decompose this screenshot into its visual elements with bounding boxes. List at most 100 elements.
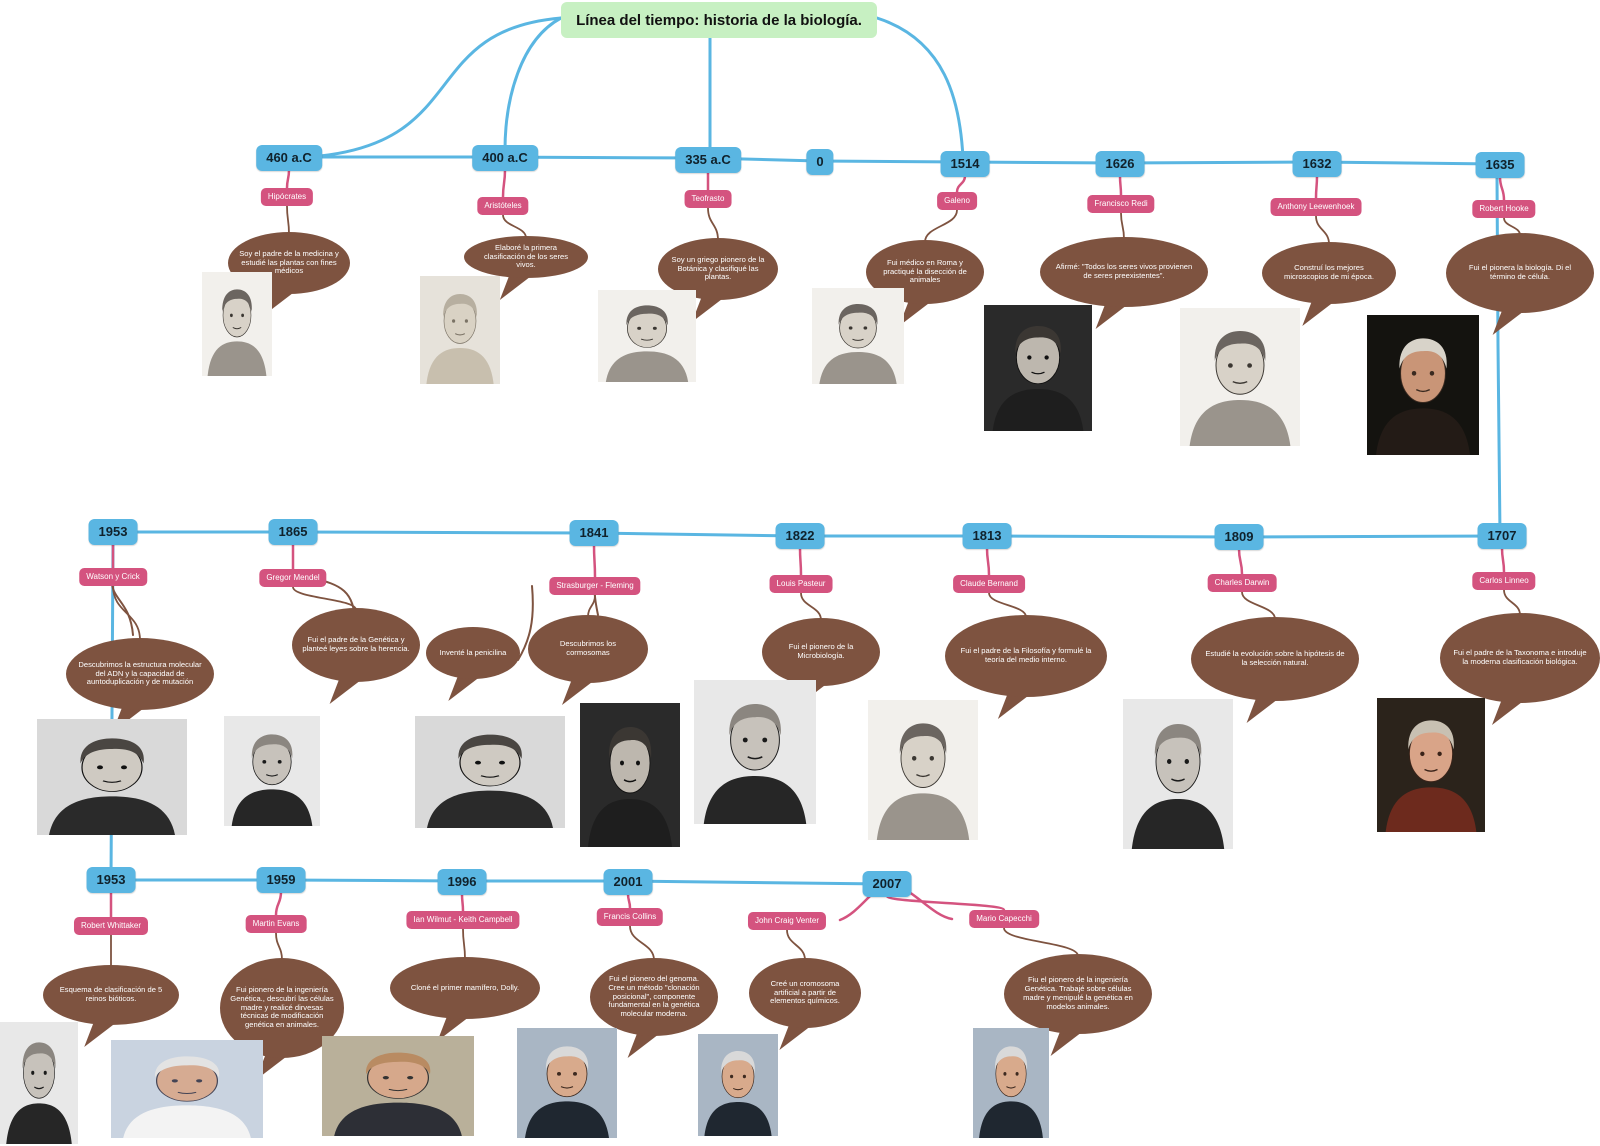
connector-line — [1003, 927, 1079, 957]
evans-note-text: Fui pionero de la ingeniería Genética., … — [230, 984, 334, 1030]
hooke-name-tag[interactable]: Robert Hooke — [1472, 200, 1536, 218]
capecchi-year-label[interactable]: 2007 — [862, 871, 912, 897]
darwin-portrait-icon — [1123, 699, 1233, 849]
mendel-name-tag[interactable]: Gregor Mendel — [259, 569, 327, 587]
mendel-bubble-tail — [329, 678, 364, 704]
wilmut-note-text: Cloné el primer mamífero, Dolly. — [410, 982, 520, 992]
pasteur-speech-bubble[interactable]: Fui el pionero de la Microbiología. — [762, 618, 880, 686]
bernard-bubble-tail — [997, 693, 1032, 719]
person-portrait-icon — [322, 1036, 474, 1136]
redi-year-label[interactable]: 1626 — [1095, 151, 1145, 177]
connector-line — [626, 892, 632, 910]
darwin-note-text: Estudié la evolución sobre la hipótesis … — [1205, 649, 1345, 667]
connector-line — [629, 925, 655, 961]
pasteur-year-label[interactable]: 1822 — [775, 523, 825, 549]
collins-speech-bubble[interactable]: Fui el pionero del genoma. Cree un métod… — [590, 958, 718, 1036]
hipocrates-name-tag[interactable]: Hipócrates — [260, 188, 314, 206]
bernard-year-label[interactable]: 1813 — [962, 523, 1012, 549]
darwin-speech-bubble[interactable]: Estudié la evolución sobre la hipótesis … — [1191, 617, 1359, 701]
connector-line — [274, 890, 283, 917]
connector-line — [462, 928, 466, 960]
galeno-note-text: Fui médico en Roma y practiqué la disecc… — [883, 257, 967, 285]
leeuwenhoek-year-label[interactable]: 1632 — [1292, 151, 1342, 177]
watson-portrait-icon — [37, 719, 187, 835]
wilmut-portrait-icon — [322, 1036, 474, 1136]
evans-name-tag[interactable]: Martin Evans — [245, 915, 307, 933]
capecchi-speech-bubble[interactable]: Fiu el pionero de la ingeniería Genética… — [1004, 954, 1152, 1034]
venter-bubble-tail — [779, 1024, 814, 1050]
wilmut-year-label[interactable]: 1996 — [437, 869, 487, 895]
galeno-name-tag[interactable]: Galeno — [937, 192, 977, 210]
watson-speech-bubble[interactable]: Descubrimos la estructura molecular del … — [66, 638, 214, 710]
hooke-speech-bubble[interactable]: Fui el pionera la biología. Di el términ… — [1446, 233, 1594, 313]
venter-speech-bubble[interactable]: Creé un cromosoma artificial a partir de… — [749, 958, 861, 1028]
person-portrait-icon — [517, 1028, 617, 1138]
galeno-portrait-icon — [812, 288, 904, 384]
darwin-name-tag[interactable]: Charles Darwin — [1207, 574, 1277, 592]
fleming-bubble-tail — [448, 675, 483, 701]
linneo-speech-bubble[interactable]: Fui el padre de la Taxonoma e introduje … — [1440, 613, 1600, 703]
whittaker-name-tag[interactable]: Robert Whittaker — [73, 917, 149, 935]
person-portrait-icon — [1123, 699, 1233, 849]
bernard-speech-bubble[interactable]: Fui el padre de la Filosofía y formulé l… — [945, 615, 1107, 697]
mendel-speech-bubble[interactable]: Fui el padre de la Genética y planteé le… — [292, 608, 420, 682]
whittaker-note-text: Esquema de clasificación de 5 reinos bió… — [59, 985, 163, 1003]
aristoteles-speech-bubble[interactable]: Elaboré la primera clasificación de los … — [464, 236, 588, 278]
connector-line — [501, 168, 507, 199]
pasteur-name-tag[interactable]: Louis Pasteur — [769, 575, 833, 593]
connector-line — [1241, 591, 1276, 620]
darwin-year-label[interactable]: 1809 — [1214, 524, 1264, 550]
capecchi-note-text: Fiu el pionero de la ingeniería Genética… — [1023, 975, 1133, 1011]
aristoteles-year-label[interactable]: 400 a.C — [472, 145, 538, 171]
capecchi-name-tag[interactable]: Mario Capecchi — [969, 910, 1039, 928]
linneo-bubble-tail — [1492, 699, 1526, 725]
leeuwenhoek-speech-bubble[interactable]: Construí los mejores microscopios de mi … — [1262, 242, 1396, 304]
whittaker-speech-bubble[interactable]: Esquema de clasificación de 5 reinos bió… — [43, 965, 179, 1025]
redi-bubble-tail — [1095, 303, 1130, 329]
galeno-bubble-tail — [899, 300, 934, 326]
watson-year-label[interactable]: 1953 — [88, 519, 138, 545]
redi-name-tag[interactable]: Francisco Redi — [1087, 195, 1155, 213]
mendel-portrait-icon — [224, 716, 320, 826]
fleming-note-text: Inventé la penicilina — [439, 647, 507, 657]
wilmut-speech-bubble[interactable]: Cloné el primer mamífero, Dolly. — [390, 957, 540, 1019]
leeuwenhoek-note-text: Construí los mejores microscopios de mi … — [1284, 263, 1374, 281]
person-portrait-icon — [973, 1028, 1049, 1138]
wilmut-name-tag[interactable]: Ian Wilmut - Keith Campbell — [406, 911, 520, 929]
bernard-name-tag[interactable]: Claude Bernand — [953, 575, 1025, 593]
page-title[interactable]: Línea del tiempo: historia de la biologí… — [561, 2, 877, 38]
connector-line — [285, 168, 291, 190]
whittaker-year-label[interactable]: 1953 — [86, 867, 136, 893]
aristoteles-portrait-icon — [420, 276, 500, 384]
teofrasto-note-text: Soy un griego pionero de la Botánica y c… — [671, 254, 765, 282]
strasburger-speech-bubble[interactable]: Descubrimos los cormosomas — [528, 615, 648, 683]
teofrasto-name-tag[interactable]: Teofrasto — [684, 190, 732, 208]
person-portrait-icon — [812, 288, 904, 384]
person-portrait-icon — [1180, 308, 1300, 446]
evans-year-label[interactable]: 1959 — [256, 867, 306, 893]
connector-line — [286, 205, 290, 235]
watson-name-tag[interactable]: Watson y Crick — [79, 568, 147, 586]
collins-year-label[interactable]: 2001 — [603, 869, 653, 895]
aristoteles-name-tag[interactable]: Aristóteles — [477, 197, 529, 215]
strasburger-year-label[interactable]: 1841 — [569, 520, 619, 546]
strasburger-name-tag[interactable]: Strasburger - Fleming — [549, 577, 641, 595]
whittaker-bubble-tail — [84, 1021, 119, 1047]
linneo-name-tag[interactable]: Carlos Linneo — [1472, 572, 1536, 590]
zero-year-label[interactable]: 0 — [806, 149, 834, 175]
leeuwenhoek-name-tag[interactable]: Anthony Leewenhoek — [1270, 198, 1362, 216]
teofrasto-speech-bubble[interactable]: Soy un griego pionero de la Botánica y c… — [658, 238, 778, 300]
venter-name-tag[interactable]: John Craig Venter — [747, 912, 827, 930]
person-portrait-icon — [1377, 698, 1485, 832]
teofrasto-year-label[interactable]: 335 a.C — [675, 147, 741, 173]
person-portrait-icon — [0, 1022, 78, 1144]
linneo-year-label[interactable]: 1707 — [1477, 523, 1527, 549]
hipocrates-year-label[interactable]: 460 a.C — [256, 145, 322, 171]
mendel-year-label[interactable]: 1865 — [268, 519, 318, 545]
hooke-year-label[interactable]: 1635 — [1475, 152, 1525, 178]
galeno-year-label[interactable]: 1514 — [940, 151, 990, 177]
redi-speech-bubble[interactable]: Afirmé: "Todos los seres vivos provienen… — [1040, 237, 1208, 307]
hipocrates-portrait-icon — [202, 272, 272, 376]
fleming-speech-bubble[interactable]: Inventé la penicilina — [426, 627, 520, 679]
collins-name-tag[interactable]: Francis Collins — [596, 908, 664, 926]
